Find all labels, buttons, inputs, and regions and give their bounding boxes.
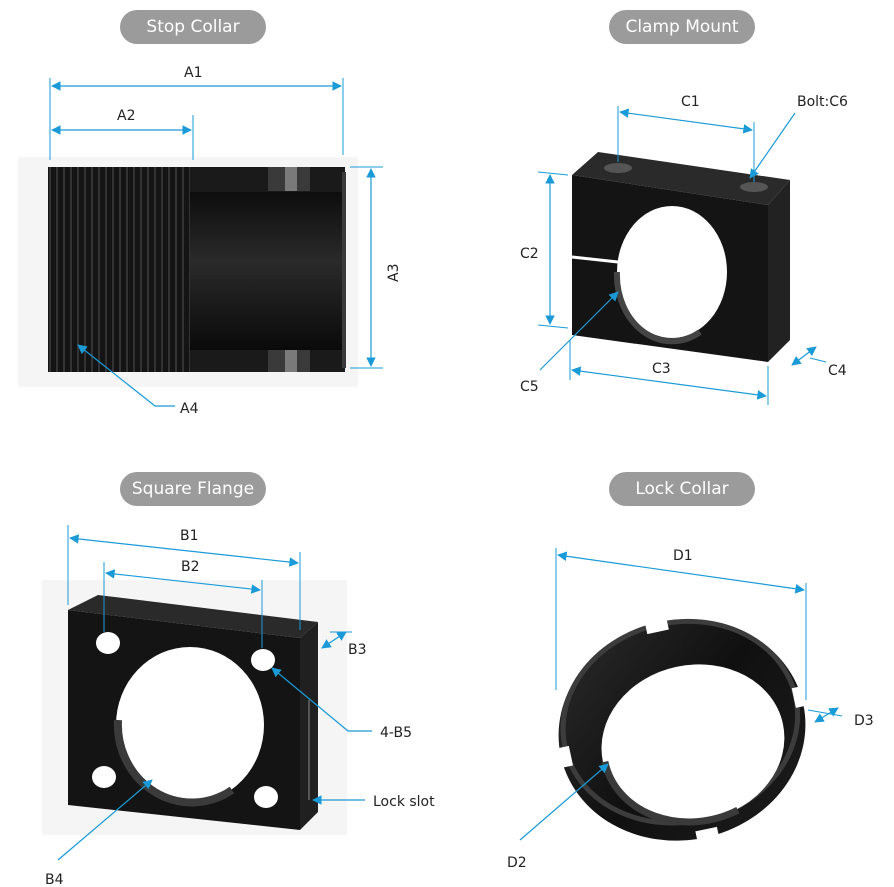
- lock-collar-slot-left: [557, 745, 573, 768]
- lock-collar-slot-right: [791, 685, 808, 708]
- square-flange-hole-top-left: [96, 632, 120, 654]
- label-lock-slot: Lock slot: [373, 794, 435, 810]
- label-b1: B1: [180, 528, 199, 544]
- label-d3: D3: [854, 713, 874, 729]
- label-c1: C1: [681, 94, 700, 110]
- label-b3: B3: [348, 642, 367, 658]
- square-flange-hole-top-right: [251, 649, 275, 671]
- label-a1: A1: [184, 65, 202, 81]
- label-c6: Bolt:C6: [797, 94, 848, 110]
- lock-collar-bore: [601, 664, 785, 822]
- clamp-mount-side-face: [768, 180, 790, 362]
- label-c2: C2: [520, 246, 539, 262]
- square-flange-drawing: B1 B2 B3 4-B5 Lock slot B4: [42, 525, 435, 887]
- title-clamp-mount: Clamp Mount: [609, 10, 755, 44]
- label-c3: C3: [652, 361, 671, 377]
- label-d2: D2: [507, 855, 527, 871]
- title-square-flange: Square Flange: [120, 472, 266, 506]
- lock-collar-slot-bottom: [695, 826, 719, 842]
- label-a3: A3: [386, 264, 402, 282]
- square-flange-bore: [116, 647, 264, 803]
- square-flange-hole-bottom-left: [92, 766, 116, 788]
- title-lock-collar: Lock Collar: [609, 472, 755, 506]
- stop-collar-drawing: A1 A2 A3 A4: [18, 65, 402, 417]
- square-flange-hole-bottom-right: [254, 786, 278, 808]
- clamp-mount-bolt-hole-right: [740, 182, 768, 192]
- label-b4: B4: [45, 872, 64, 887]
- stop-collar-threaded-body: [48, 167, 193, 372]
- label-b5: 4-B5: [380, 725, 412, 741]
- label-c4: C4: [828, 363, 847, 379]
- lock-collar-drawing: D1 D3 D2: [507, 548, 874, 871]
- label-a2: A2: [117, 108, 135, 124]
- title-stop-collar: Stop Collar: [120, 10, 266, 44]
- square-flange-top-face: [68, 595, 318, 638]
- lock-collar-slot-top: [644, 617, 669, 635]
- label-c5: C5: [520, 379, 539, 395]
- clamp-mount-drawing: C1 Bolt:C6 C2 C3 C4 C5: [520, 94, 848, 405]
- label-a4: A4: [180, 401, 199, 417]
- label-b2: B2: [181, 559, 200, 575]
- label-d1: D1: [673, 548, 693, 564]
- stop-collar-smooth-body: [190, 190, 342, 350]
- clamp-mount-bore: [617, 206, 727, 338]
- clamp-mount-bolt-hole-left: [604, 163, 632, 173]
